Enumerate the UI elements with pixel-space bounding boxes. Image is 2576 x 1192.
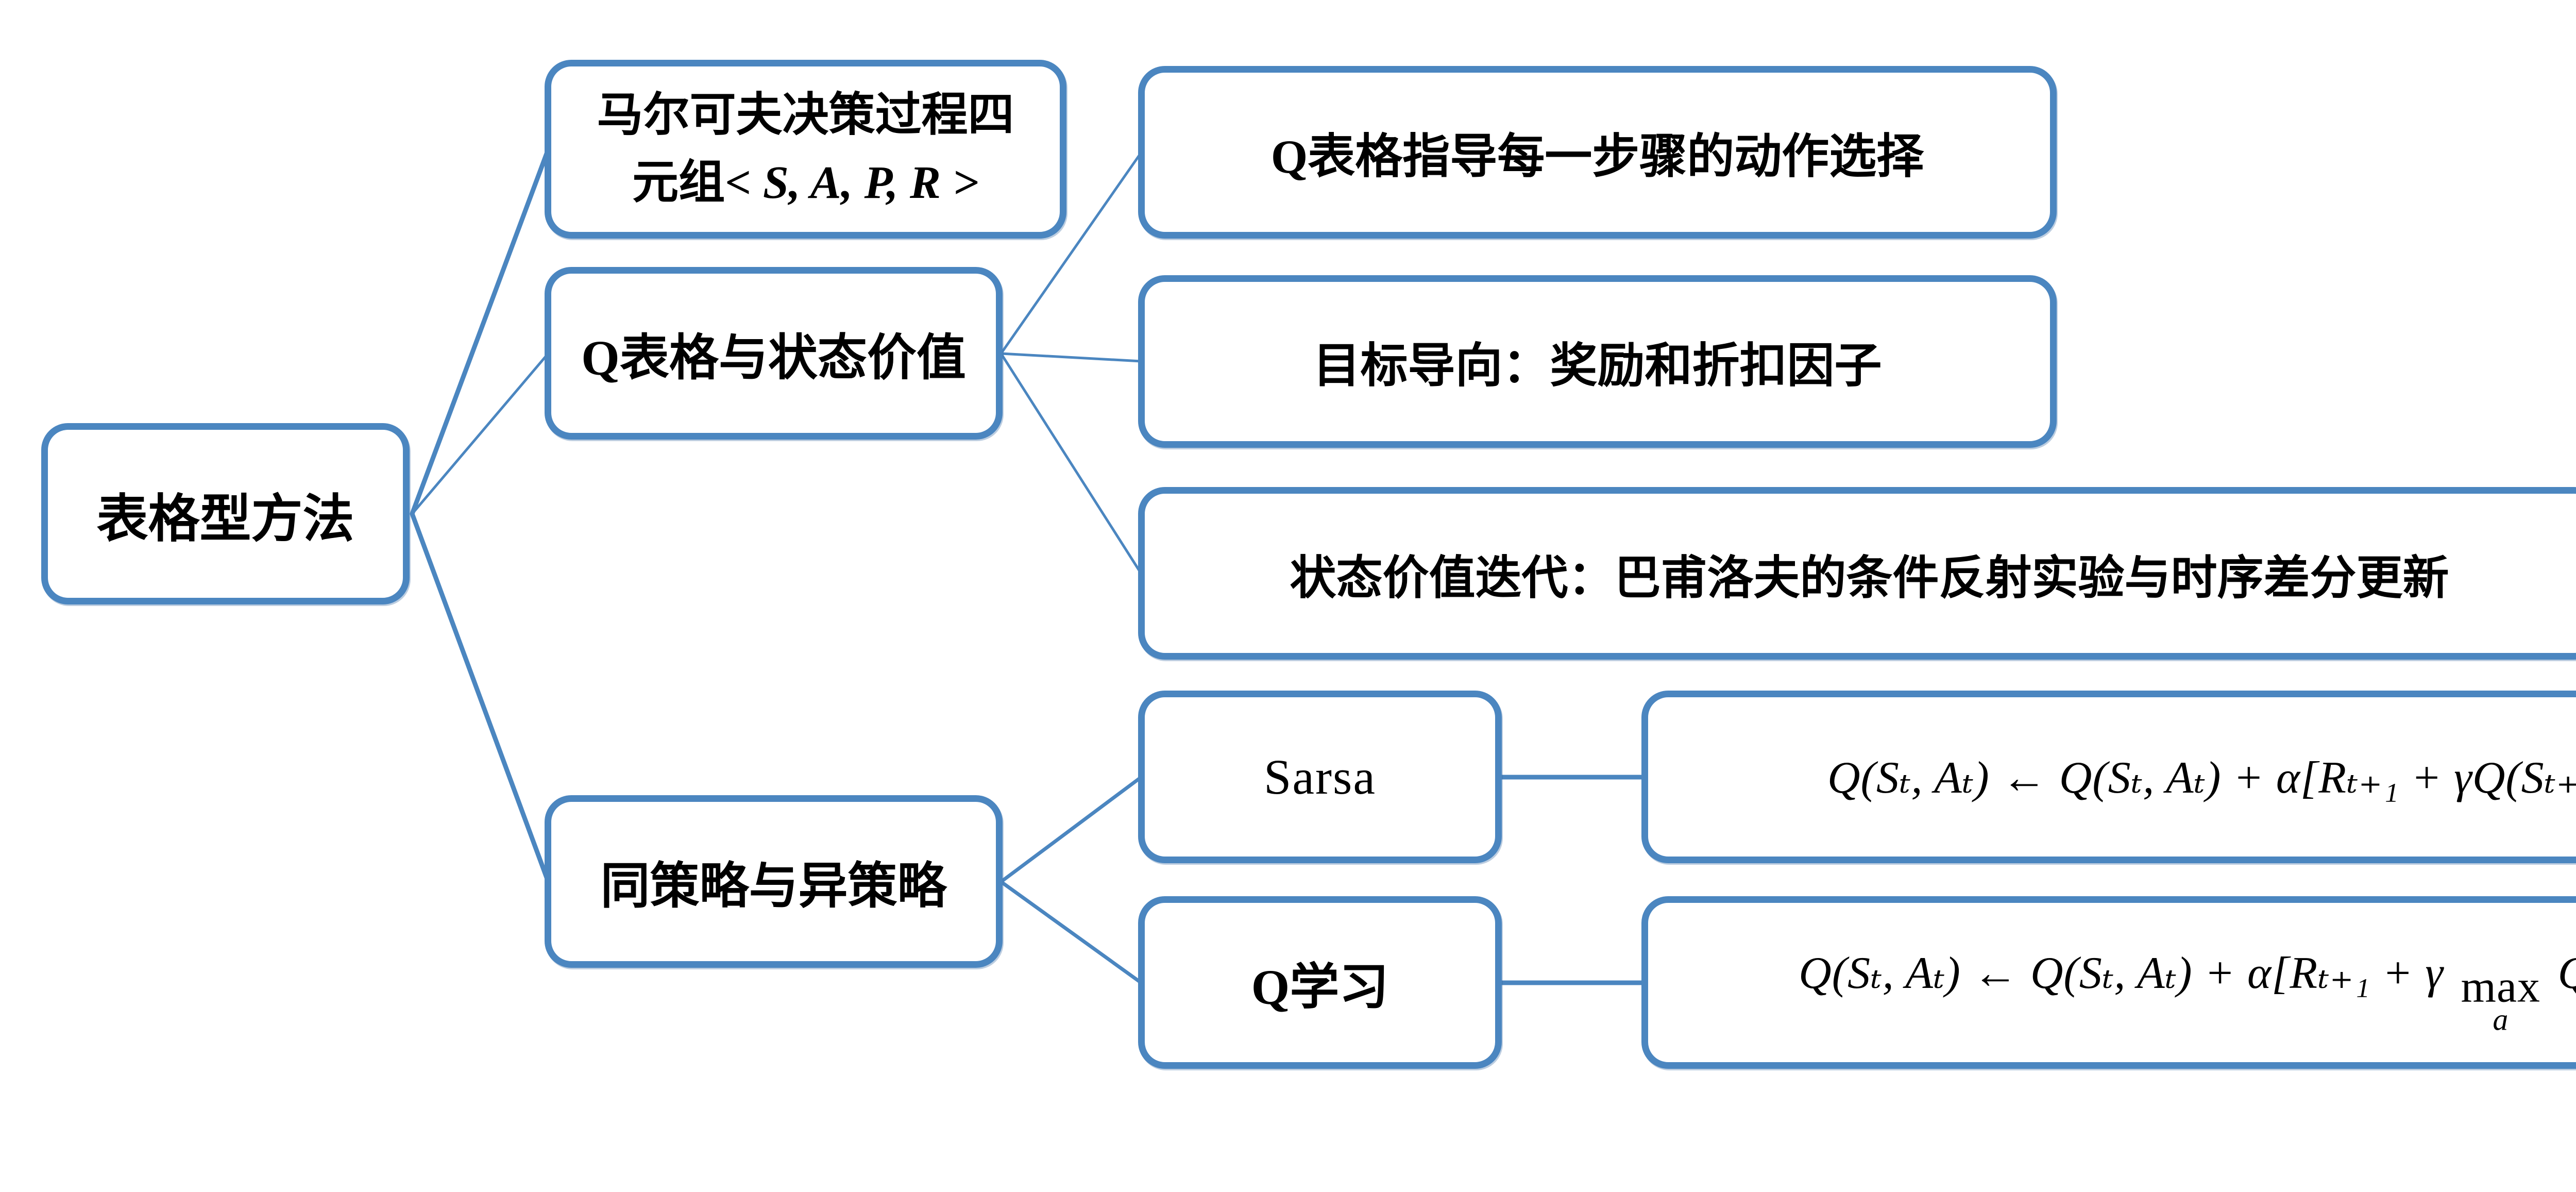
node-mdp-line1: 马尔可夫决策过程四	[597, 90, 1014, 141]
node-qlearning-label: Q学习	[1251, 960, 1389, 1015]
node-sarsa: Sarsa	[1138, 691, 1502, 863]
connector-qtable-child2	[999, 352, 1143, 363]
connector-root-mdp	[410, 147, 551, 516]
node-policy-label: 同策略与异策略	[600, 859, 947, 914]
node-qtable-child3-label: 状态价值迭代：巴甫洛夫的条件反射实验与时序差分更新	[1290, 552, 2449, 604]
node-qtable-guides-actions: Q表格指导每一步骤的动作选择	[1138, 66, 2057, 239]
node-qtable-child2-label: 目标导向：奖励和折扣因子	[1313, 340, 1882, 392]
node-qlearning: Q学习	[1138, 896, 1502, 1069]
node-goal-oriented-reward-discount: 目标导向：奖励和折扣因子	[1138, 275, 2057, 448]
connector-policy-sarsa	[999, 775, 1143, 884]
connector-root-policy	[410, 511, 551, 884]
sarsa-formula-text: Q(Sₜ, Aₜ) ← Q(Sₜ, Aₜ) + α[Rₜ₊₁ + γQ(Sₜ₊₁…	[1827, 752, 2576, 803]
node-qtable-label: Q表格与状态价值	[581, 330, 966, 385]
node-qtable-state-value: Q表格与状态价值	[545, 267, 1003, 440]
connector-policy-qlearning	[999, 880, 1143, 985]
node-mdp-tuple: 马尔可夫决策过程四 元组< S, A, P, R >	[545, 60, 1066, 239]
node-on-policy-off-policy: 同策略与异策略	[545, 795, 1003, 968]
mdp-tuple-math: < S, A, P, R >	[725, 157, 979, 208]
connector-root-qtable	[411, 352, 550, 515]
node-state-value-iteration: 状态价值迭代：巴甫洛夫的条件反射实验与时序差分更新	[1138, 487, 2576, 660]
connector-qtable-child1	[999, 151, 1143, 355]
node-sarsa-update-formula: Q(Sₜ, Aₜ) ← Q(Sₜ, Aₜ) + α[Rₜ₊₁ + γQ(Sₜ₊₁…	[1641, 691, 2576, 863]
node-sarsa-label: Sarsa	[1264, 749, 1376, 804]
node-mdp-line2: 元组< S, A, P, R >	[632, 157, 979, 208]
connector-qtable-child3	[999, 352, 1143, 575]
node-qtable-child1-label: Q表格指导每一步骤的动作选择	[1270, 130, 1924, 183]
node-root-tabular-methods: 表格型方法	[41, 423, 410, 605]
node-root-label: 表格型方法	[96, 490, 354, 548]
